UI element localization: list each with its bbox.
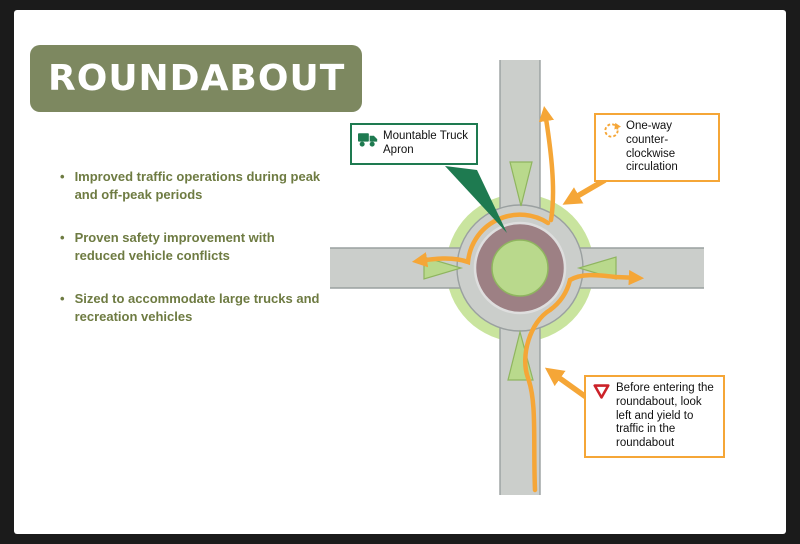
central-island <box>491 239 549 297</box>
roundabout-diagram <box>330 60 704 495</box>
truck-apron-pointer <box>445 166 507 233</box>
yield-sign-icon <box>593 384 610 399</box>
callout-one-way: One-way counter-clockwise circulation <box>594 113 720 183</box>
west-splitter-island <box>423 256 464 280</box>
callout-truck-apron: Mountable Truck Apron <box>350 123 478 165</box>
bullet-marker: • <box>60 230 65 246</box>
title-banner: ROUNDABOUT <box>30 45 362 112</box>
bullet-text: Sized to accommodate large trucks and re… <box>74 291 320 324</box>
bullet-text: Proven safety improvement with reduced v… <box>74 230 275 263</box>
counter-clockwise-icon <box>604 122 621 138</box>
north-splitter-island <box>509 161 533 207</box>
one-way-pointer <box>562 177 607 205</box>
bullet-marker: • <box>60 169 65 184</box>
callout-pointer-arrows <box>544 177 607 400</box>
callout-yield: Before entering the roundabout, look lef… <box>584 375 725 458</box>
bullet-list: • Improved traffic operations during pea… <box>60 168 328 351</box>
circulate-west-exit-arrow <box>411 212 551 268</box>
bullet-item: • Improved traffic operations during pea… <box>60 168 328 203</box>
bullet-marker: • <box>60 291 65 307</box>
bullet-item: • Proven safety improvement with reduced… <box>60 229 328 264</box>
slide: ROUNDABOUT • Improved traffic operations… <box>14 10 786 534</box>
page-title: ROUNDABOUT <box>48 58 346 99</box>
truck-icon <box>358 133 378 147</box>
callout-truck-apron-label: Mountable Truck Apron <box>383 130 469 156</box>
bullet-item: • Sized to accommodate large trucks and … <box>60 290 328 325</box>
callout-yield-label: Before entering the roundabout, look lef… <box>616 382 714 450</box>
callout-one-way-label: One-way counter-clockwise circulation <box>626 120 678 174</box>
north-exit-arrow <box>538 105 556 223</box>
circulation-arrows <box>411 105 645 493</box>
south-entry-east-exit-arrow <box>523 269 645 493</box>
bullet-text: Improved traffic operations during peak … <box>74 169 321 202</box>
yield-pointer <box>544 367 588 400</box>
